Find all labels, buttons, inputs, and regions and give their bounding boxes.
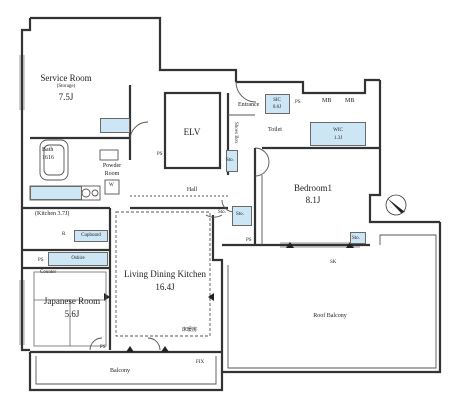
roof-balcony-label: Roof Balcony bbox=[313, 313, 347, 319]
japanese-room-size: 5.6J bbox=[64, 309, 80, 319]
oshire-label: Oshire bbox=[71, 256, 85, 261]
storage-block-1 bbox=[226, 150, 238, 172]
wic-size: 1.3J bbox=[333, 136, 343, 141]
balcony-label: Balcony bbox=[110, 368, 130, 374]
hall-label: Hall bbox=[186, 187, 198, 193]
japanese-room-label: Japanese Room bbox=[43, 296, 101, 306]
storage-block-bed bbox=[350, 232, 366, 244]
ps-bottom: PS bbox=[100, 345, 106, 350]
elv-label: ELV bbox=[183, 127, 201, 137]
cupboard-label: Cupboard bbox=[81, 233, 101, 238]
sic-label: SIC bbox=[273, 98, 281, 103]
ldk-label: Living Dining Kitchen bbox=[124, 269, 206, 279]
service-room-label: Service Room bbox=[40, 73, 92, 83]
oshire-block bbox=[48, 252, 108, 266]
sto-label-bed: Sto. bbox=[352, 236, 360, 241]
ldk-size: 16.4J bbox=[155, 282, 175, 292]
sto-label-1: Sto. bbox=[226, 158, 234, 163]
w-label: W bbox=[109, 183, 114, 188]
service-room-sub: (Storage) bbox=[56, 84, 76, 89]
kitchen-counter-block bbox=[30, 186, 82, 200]
sic-block bbox=[265, 94, 290, 114]
cupboard-block bbox=[74, 230, 108, 242]
sto-label-2: Sto. bbox=[218, 210, 226, 215]
fix-label: FIX bbox=[196, 360, 205, 365]
ps-right: PS bbox=[246, 238, 252, 243]
mb-1: MB bbox=[322, 98, 332, 104]
shoes-box-label: Shoes Box bbox=[233, 122, 238, 144]
bath-size: 1616 bbox=[42, 155, 54, 161]
wic-label: WIC bbox=[333, 128, 343, 133]
wic-block bbox=[310, 122, 366, 146]
sk-label: SK bbox=[330, 260, 337, 265]
powder-room-label: Powder bbox=[102, 163, 122, 169]
sic-size: 0.6J bbox=[272, 105, 282, 110]
floor-heating-label: 床暖房 bbox=[182, 328, 198, 333]
closet-fixture bbox=[100, 118, 130, 133]
bedroom-label: Bedroom1 bbox=[294, 183, 332, 193]
toilet-label: Toilet bbox=[268, 127, 282, 133]
sto-label-3: Sto. bbox=[236, 212, 244, 217]
r-label: R bbox=[62, 232, 66, 237]
mb-2: MB bbox=[345, 98, 355, 104]
powder-room-label-2: Room bbox=[104, 171, 120, 177]
counter-label: Counter bbox=[40, 270, 57, 275]
ps-small: PS bbox=[157, 152, 163, 157]
ps-top: PS bbox=[295, 100, 301, 105]
ps-left: PS bbox=[38, 258, 44, 263]
bedroom-size: 8.1J bbox=[305, 195, 321, 205]
service-room-size: 7.5J bbox=[58, 92, 74, 102]
entrance-label: Entrance bbox=[238, 102, 260, 108]
storage-block-2 bbox=[232, 206, 252, 226]
kitchen-label: (Kitchen 3.7J) bbox=[35, 211, 70, 217]
bath-label: Bath bbox=[42, 147, 54, 153]
